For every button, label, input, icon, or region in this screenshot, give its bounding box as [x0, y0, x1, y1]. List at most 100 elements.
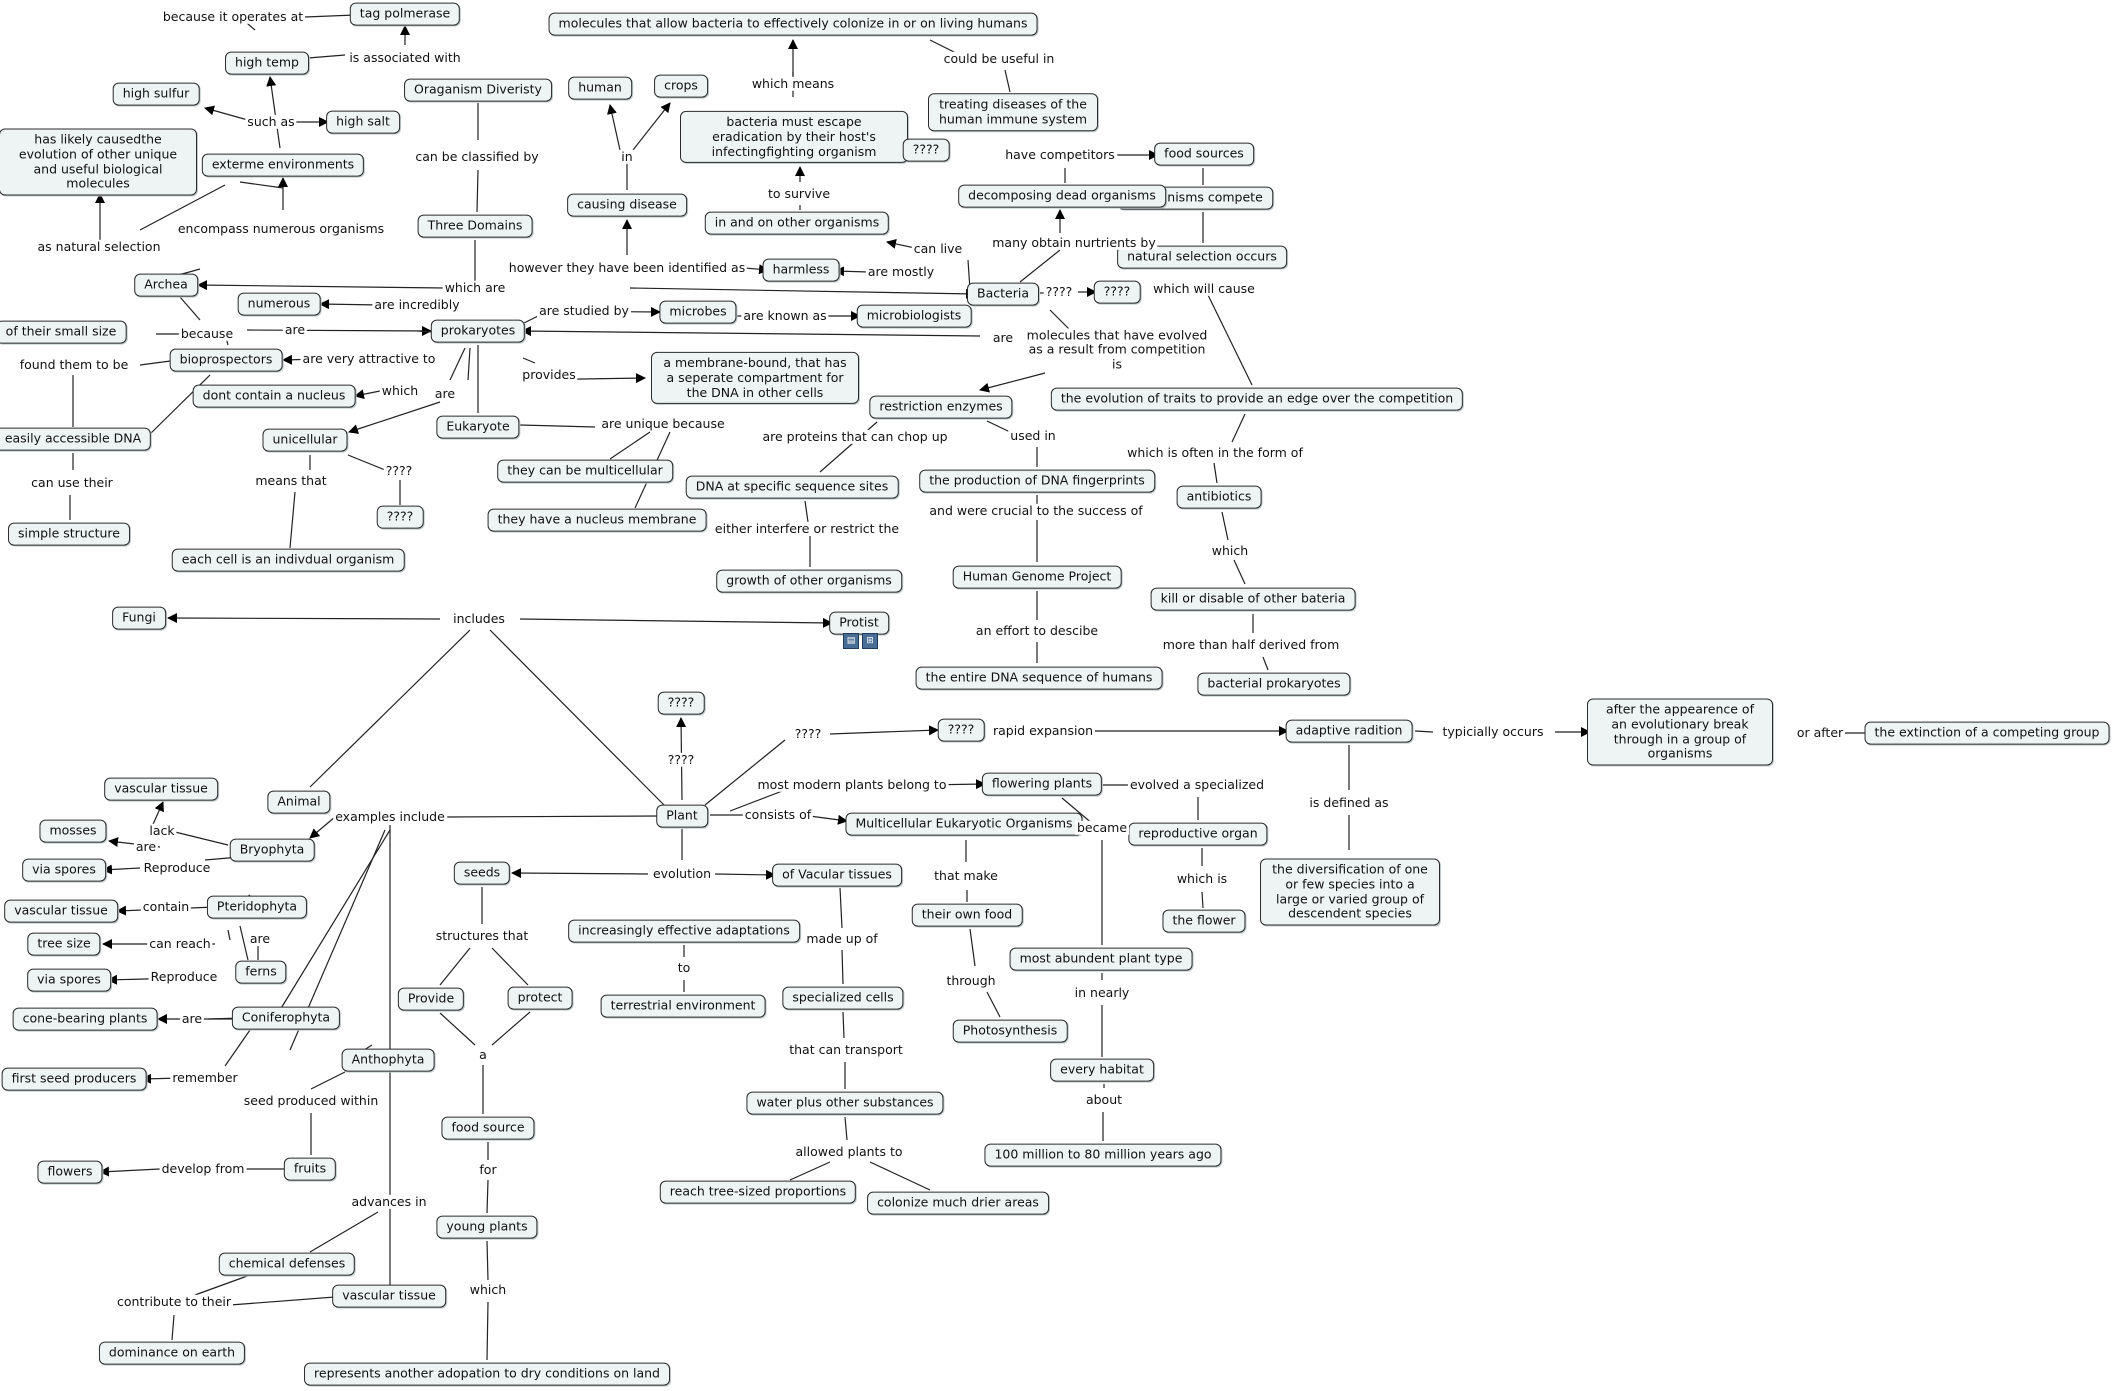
node-bacteria-question[interactable]: ????: [1093, 280, 1141, 304]
node-membrane-bound[interactable]: a membrane-bound, that has a seperate co…: [651, 351, 859, 405]
node-anthophyta[interactable]: Anthophyta: [341, 1048, 435, 1072]
node-causing-disease[interactable]: causing disease: [567, 193, 687, 217]
node-eukaryote[interactable]: Eukaryote: [436, 415, 520, 439]
node-specialized-cells[interactable]: specialized cells: [782, 986, 904, 1010]
node-coniferophyta[interactable]: Coniferophyta: [231, 1006, 341, 1030]
node-represents[interactable]: represents another adopation to dry cond…: [304, 1362, 670, 1386]
protist-attachment-icons[interactable]: ▤ ⊞: [843, 633, 878, 649]
node-tree-sized[interactable]: reach tree-sized proportions: [659, 1180, 857, 1204]
node-multicellular[interactable]: they can be multicellular: [497, 459, 673, 483]
node-food-source[interactable]: food source: [441, 1116, 535, 1140]
node-flowering-plants[interactable]: flowering plants: [981, 772, 1103, 796]
node-vascular-tissue-top[interactable]: vascular tissue: [104, 777, 218, 801]
node-extinction[interactable]: the extinction of a competing group: [1864, 721, 2110, 745]
node-multicellular-eukaryotic[interactable]: Multicellular Eukaryotic Organisms: [845, 812, 1083, 836]
node-reproductive-organ[interactable]: reproductive organ: [1128, 822, 1268, 846]
node-protist[interactable]: Protist: [829, 611, 889, 635]
node-nucleus-membrane[interactable]: they have a nucleus membrane: [487, 508, 707, 532]
node-each-cell[interactable]: each cell is an indivdual organism: [171, 548, 405, 572]
node-fruits[interactable]: fruits: [283, 1157, 337, 1181]
node-archea[interactable]: Archea: [134, 273, 198, 297]
node-harmless[interactable]: harmless: [762, 258, 840, 282]
node-human-genome-project[interactable]: Human Genome Project: [952, 565, 1122, 589]
node-dont-contain-nucleus[interactable]: dont contain a nucleus: [192, 384, 356, 408]
node-prokaryotes[interactable]: prokaryotes: [430, 319, 526, 343]
node-tree-size[interactable]: tree size: [27, 932, 101, 956]
node-cone-bearing[interactable]: cone-bearing plants: [12, 1007, 158, 1031]
node-seeds[interactable]: seeds: [453, 861, 511, 885]
node-the-flower[interactable]: the flower: [1162, 909, 1246, 933]
node-vascular-tissue-bottom[interactable]: vascular tissue: [332, 1284, 446, 1308]
node-adaptations[interactable]: increasingly effective adaptations: [568, 919, 800, 943]
node-via-spores-1[interactable]: via spores: [22, 858, 106, 882]
node-bioprospectors[interactable]: bioprospectors: [169, 348, 283, 372]
node-most-abundent[interactable]: most abundent plant type: [1009, 947, 1193, 971]
node-plant[interactable]: Plant: [656, 804, 708, 828]
node-high-sulfur[interactable]: high sulfur: [112, 82, 200, 106]
node-has-likely[interactable]: has likely causedthe evolution of other …: [0, 128, 197, 196]
node-chemical-defenses[interactable]: chemical defenses: [218, 1252, 356, 1276]
node-bacterial-prokaryotes[interactable]: bacterial prokaryotes: [1197, 672, 1351, 696]
node-high-salt[interactable]: high salt: [326, 110, 400, 134]
node-crops[interactable]: crops: [654, 74, 708, 98]
node-fungi[interactable]: Fungi: [112, 606, 166, 630]
node-via-spores-2[interactable]: via spores: [27, 968, 111, 992]
node-dna-fingerprints[interactable]: the production of DNA fingerprints: [919, 469, 1155, 493]
resource-icon[interactable]: ▤: [843, 633, 859, 649]
node-numerous[interactable]: numerous: [237, 292, 321, 316]
node-bacteria[interactable]: Bacteria: [967, 282, 1039, 306]
node-every-habitat[interactable]: every habitat: [1050, 1058, 1154, 1082]
node-small-size[interactable]: of their small size: [0, 320, 127, 344]
node-after-appearence[interactable]: after the appearence of an evolutionary …: [1587, 698, 1773, 766]
node-vascular-tissue-mid[interactable]: vascular tissue: [4, 899, 118, 923]
node-oraganism-diveristy[interactable]: Oraganism Diveristy: [404, 78, 552, 102]
node-microbiologists[interactable]: microbiologists: [856, 304, 972, 328]
node-protect[interactable]: protect: [507, 986, 573, 1010]
node-million-years[interactable]: 100 million to 80 million years ago: [984, 1143, 1222, 1167]
node-microbes[interactable]: microbes: [659, 300, 737, 324]
node-drier-areas[interactable]: colonize much drier areas: [867, 1191, 1049, 1215]
node-entire-dna[interactable]: the entire DNA sequence of humans: [915, 666, 1163, 690]
node-bacteria-escape[interactable]: bacteria must escape eradication by thei…: [680, 110, 908, 164]
node-antibiotics[interactable]: antibiotics: [1176, 485, 1262, 509]
node-question-top[interactable]: ????: [657, 691, 705, 715]
concept-map-icon[interactable]: ⊞: [862, 633, 878, 649]
node-simple-structure[interactable]: simple structure: [8, 522, 130, 546]
node-dominance[interactable]: dominance on earth: [98, 1341, 246, 1365]
node-adaptive-radition[interactable]: adaptive radition: [1285, 719, 1413, 743]
node-three-domains[interactable]: Three Domains: [417, 214, 533, 238]
node-kill-disable[interactable]: kill or disable of other bateria: [1150, 587, 1356, 611]
node-ferns[interactable]: ferns: [235, 960, 287, 984]
node-tag-polmerase[interactable]: tag polmerase: [349, 2, 461, 26]
node-growth-organisms[interactable]: growth of other organisms: [716, 569, 902, 593]
node-animal[interactable]: Animal: [267, 790, 331, 814]
node-their-own-food[interactable]: their own food: [911, 903, 1023, 927]
node-pteridophyta[interactable]: Pteridophyta: [206, 895, 308, 919]
node-decomposing[interactable]: decomposing dead organisms: [958, 184, 1166, 208]
node-unicellular[interactable]: unicellular: [262, 428, 348, 452]
node-bryophyta[interactable]: Bryophyta: [229, 838, 315, 862]
node-provide[interactable]: Provide: [397, 987, 465, 1011]
node-natural-selection[interactable]: natural selection occurs: [1117, 245, 1287, 269]
node-treating-diseases[interactable]: treating diseases of the human immune sy…: [928, 93, 1098, 131]
node-dna-sites[interactable]: DNA at specific sequence sites: [685, 475, 899, 499]
node-diversification[interactable]: the diversification of one or few specie…: [1260, 858, 1440, 926]
node-externe-environments[interactable]: exterme environments: [201, 153, 365, 177]
node-of-vascular-tissues[interactable]: of Vacular tissues: [772, 863, 902, 887]
node-young-plants[interactable]: young plants: [436, 1215, 538, 1239]
node-human[interactable]: human: [568, 76, 632, 100]
node-mosses[interactable]: mosses: [39, 819, 107, 843]
node-high-temp[interactable]: high temp: [225, 51, 309, 75]
node-water-substances[interactable]: water plus other substances: [746, 1091, 944, 1115]
node-first-seed[interactable]: first seed producers: [1, 1067, 147, 1091]
node-easily-accessible-dna[interactable]: easily accessible DNA: [0, 427, 152, 451]
node-restriction-enzymes[interactable]: restriction enzymes: [869, 395, 1013, 419]
node-evolution-traits[interactable]: the evolution of traits to provide an ed…: [1050, 387, 1464, 411]
node-escape-question[interactable]: ????: [902, 138, 950, 162]
node-question-mid[interactable]: ????: [937, 718, 985, 742]
node-molecules-colonize[interactable]: molecules that allow bacteria to effecti…: [548, 12, 1038, 36]
node-terrestrial[interactable]: terrestrial environment: [600, 994, 766, 1018]
node-photosynthesis[interactable]: Photosynthesis: [952, 1019, 1068, 1043]
node-flowers[interactable]: flowers: [37, 1160, 103, 1184]
node-food-sources[interactable]: food sources: [1154, 142, 1254, 166]
